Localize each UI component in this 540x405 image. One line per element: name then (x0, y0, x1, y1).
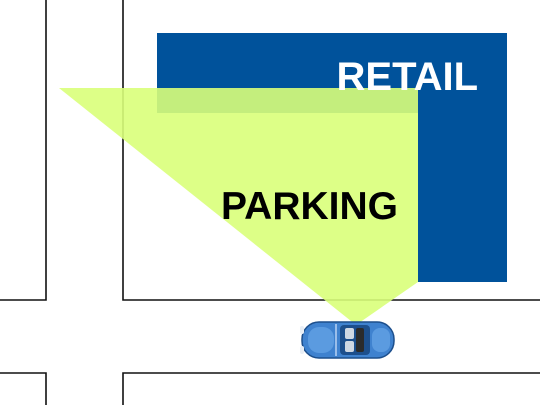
parking-label: PARKING (221, 185, 398, 228)
retail-label: RETAIL (337, 55, 478, 99)
block-outline-bottom-right (122, 372, 540, 405)
convertible-car-icon (300, 321, 395, 359)
block-outline-top-left (0, 0, 47, 301)
parking-zone (59, 88, 418, 325)
block-outline-bottom-left (0, 372, 47, 405)
